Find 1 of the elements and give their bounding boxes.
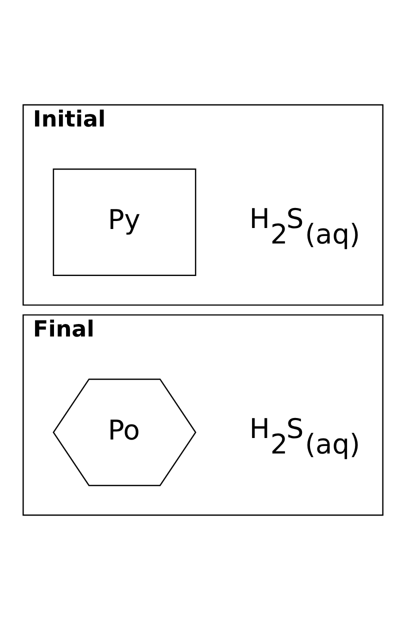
node-box: Py [52,168,196,276]
